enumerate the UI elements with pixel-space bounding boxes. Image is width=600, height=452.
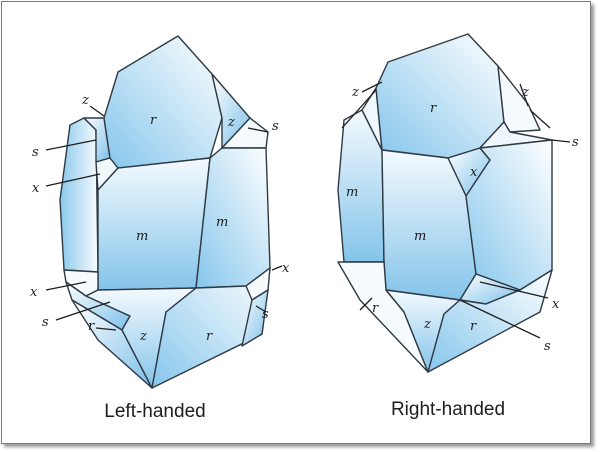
callout-s-right-upper-left: s	[272, 119, 279, 134]
callout-x-upper-left: x	[32, 181, 40, 196]
callout-s-lower-left: s	[42, 315, 49, 330]
label-face-m-right-left: m	[216, 215, 228, 230]
label-face-x-mid-right: x	[470, 165, 478, 180]
callout-z-left-right: z	[351, 85, 359, 100]
callout-s-right-lower-left: s	[262, 307, 269, 322]
face-s-right-lower	[241, 289, 269, 347]
crystal-right-handed	[337, 33, 553, 373]
label-face-m-front-left: m	[136, 229, 148, 244]
label-face-r-bottom-right: r	[470, 319, 477, 334]
callout-x-lower-right: x	[552, 297, 560, 312]
crystal-left-handed	[59, 35, 271, 389]
label-face-r-top-right: r	[430, 101, 437, 116]
caption-right-handed: Right-handed	[391, 399, 505, 420]
callout-x-right-left: x	[282, 261, 290, 276]
face-r-top	[375, 33, 505, 159]
label-face-z-bottom-right: z	[423, 317, 431, 332]
callout-r-lower-left: r	[88, 319, 95, 334]
label-face-z-top-right-left: z	[227, 115, 235, 130]
callout-z-left: z	[81, 93, 89, 108]
face-z-top-right	[497, 65, 541, 133]
label-face-r-top-left: r	[150, 113, 157, 128]
callout-r-lower-right: r	[372, 301, 379, 316]
face-r-top	[103, 35, 223, 169]
label-face-r-bottom-left: r	[206, 329, 213, 344]
callout-s-lower-right: s	[544, 339, 551, 354]
face-r-bottom	[427, 269, 553, 373]
label-face-z-bottom-left: z	[139, 329, 147, 344]
face-m-front	[97, 157, 211, 291]
caption-left-handed: Left-handed	[104, 401, 205, 422]
callout-z-right-right: z	[521, 85, 529, 100]
callout-x-lower-left: x	[30, 285, 38, 300]
callout-s-right-right: s	[572, 135, 579, 150]
leader-lines	[45, 81, 571, 339]
label-face-m-front-right: m	[414, 229, 426, 244]
callout-s-upper-left: s	[32, 145, 39, 160]
label-face-m-left-right: m	[346, 185, 358, 200]
